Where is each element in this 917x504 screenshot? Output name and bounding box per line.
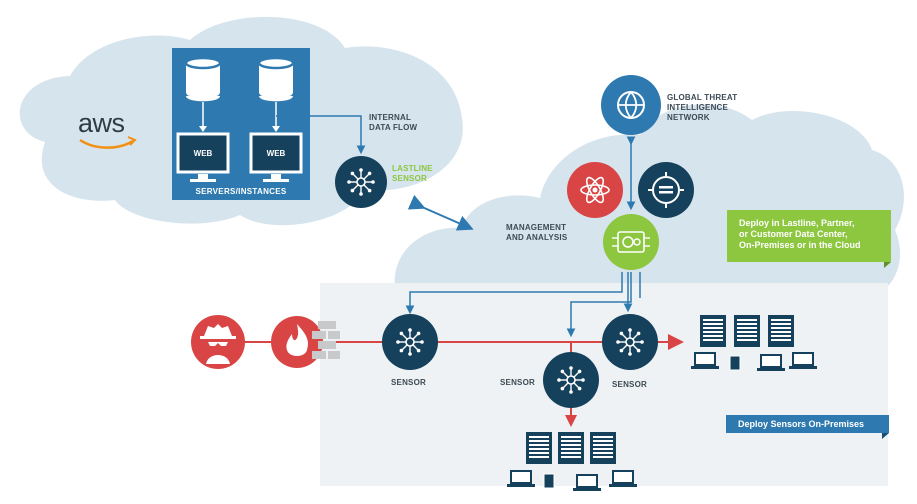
- sensor-node-left: [382, 314, 438, 370]
- database-icon: [257, 56, 295, 102]
- internal-data-flow-label: INTERNAL DATA FLOW: [369, 113, 418, 132]
- sensors-deploy-tag: Deploy Sensors On-Premises: [726, 415, 889, 433]
- monitor-icon: [249, 132, 303, 182]
- monitor-icon: [176, 132, 230, 182]
- sensor-node-right: [602, 314, 658, 370]
- compass-icon: [638, 162, 694, 218]
- sensor-label-middle: SENSOR: [500, 378, 535, 387]
- management-sensor-links: [405, 272, 641, 338]
- aws-logo-icon: [79, 138, 134, 149]
- global-threat-label: GLOBAL THREAT INTELLIGENCE NETWORK: [667, 93, 738, 122]
- lastline-sensor-label: LASTLINE SENSOR: [392, 164, 433, 183]
- database-icon: [184, 56, 222, 102]
- aws-logo-text: aws: [78, 108, 125, 138]
- sensor-node-middle: [543, 352, 599, 408]
- server-rack-icon: [700, 315, 794, 347]
- web-label: WEB: [266, 149, 286, 158]
- firewall-icon: [312, 321, 340, 359]
- db-label: DB: [197, 81, 209, 90]
- spy-icon: [191, 315, 245, 369]
- cloud-deploy-tag: Deploy in Lastline, Partner, or Customer…: [727, 210, 891, 262]
- atom-icon: [567, 162, 623, 218]
- sensors-deploy-tag-fold: [882, 433, 889, 439]
- web-label: WEB: [193, 149, 213, 158]
- servers-instances-title: SERVERS/INSTANCES: [195, 187, 287, 196]
- sensor-label-left: SENSOR: [391, 378, 426, 387]
- gear-icon: [603, 214, 659, 270]
- internal-data-flow-line: [276, 115, 366, 155]
- cloud-deploy-tag-fold: [884, 262, 891, 268]
- fire-icon: [271, 316, 323, 368]
- db-label: DB: [270, 81, 282, 90]
- globe-icon: [601, 75, 661, 135]
- sensor-label-right: SENSOR: [612, 380, 647, 389]
- management-analysis-label: MANAGEMENT AND ANALYSIS: [506, 223, 568, 242]
- server-rack-icon: [526, 432, 616, 464]
- cloud-link-arrow: [407, 194, 474, 231]
- lastline-sensor-node: [335, 156, 387, 208]
